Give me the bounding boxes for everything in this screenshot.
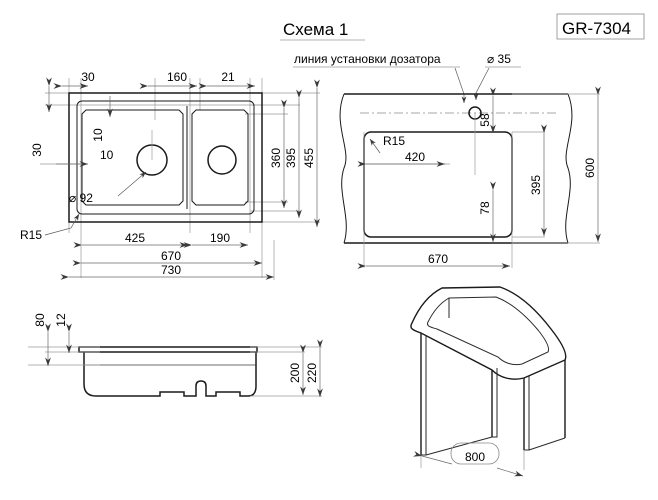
section-extension-lines <box>28 346 322 397</box>
cutout-dim-395-label: 395 <box>529 175 543 195</box>
plan-bottom-dimensions <box>60 240 275 280</box>
product-code: GR-7304 <box>562 19 631 38</box>
plan-view-top-left <box>40 77 320 280</box>
iso-panel-right-bottom <box>528 437 566 451</box>
section-dim-200-label: 200 <box>288 363 302 383</box>
iso-deck-outer <box>410 286 567 380</box>
cutout-break-left <box>339 93 347 244</box>
plan-drain-dia-leader <box>117 171 147 197</box>
section-bowl-outline <box>83 352 257 397</box>
iso-deck-inner <box>427 296 549 366</box>
hole-note-label: ⌀ 35 <box>487 52 511 66</box>
plan-dim-left-30: 30 <box>30 143 44 157</box>
cutout-dim-radius: R15 <box>383 134 405 148</box>
cutout-dim-78-label: 78 <box>478 201 492 215</box>
plan-dim-190: 190 <box>210 231 230 245</box>
cutout-dim-670-label: 670 <box>428 252 448 266</box>
plan-dim-360: 360 <box>269 148 283 168</box>
plan-drain-right <box>207 145 237 175</box>
plan-dim-drain-dia: ⌀ 92 <box>69 191 93 205</box>
plan-radius-leader <box>44 213 80 236</box>
section-view-bottom-left <box>28 323 323 397</box>
plan-bowl-left <box>81 109 184 206</box>
plan-dim-top-30: 30 <box>81 70 95 84</box>
cutout-dim-58-label: 58 <box>478 113 492 127</box>
plan-left-dimensions <box>46 77 113 167</box>
plan-dim-730: 730 <box>161 263 181 277</box>
plan-dim-radius: R15 <box>20 228 42 242</box>
section-dim-12-label: 12 <box>54 313 68 327</box>
page-title: Схема 1 <box>283 20 348 39</box>
plan-dim-425: 425 <box>125 231 145 245</box>
cutout-radius-leader <box>369 138 381 154</box>
plan-dim-670: 670 <box>161 249 181 263</box>
iso-dim-800-label: 800 <box>465 450 485 464</box>
code-box <box>556 13 645 40</box>
iso-panel-right-inner <box>524 376 530 451</box>
plan-bowl-right <box>191 109 249 206</box>
section-dim-220-label: 220 <box>305 363 319 383</box>
iso-dimension-800 <box>413 442 525 477</box>
iso-panel-front-bottom <box>425 436 493 456</box>
plan-rim-rect <box>76 100 255 215</box>
iso-dim-800-box <box>450 442 500 465</box>
section-dim-80-label: 80 <box>33 313 47 327</box>
dispenser-note-label: линия установки дозатора <box>294 52 441 66</box>
plan-outer-rect <box>68 92 263 223</box>
section-rim-slab <box>78 346 258 353</box>
plan-dim-top-160: 160 <box>167 70 187 84</box>
plan-right-dimensions <box>281 79 320 227</box>
cutout-break-right <box>565 93 573 244</box>
plan-dim-395: 395 <box>284 148 298 168</box>
cutout-dim-600-label: 600 <box>583 158 597 178</box>
hole-leader <box>473 67 490 101</box>
cutout-dim-420-label: 420 <box>405 150 425 164</box>
iso-panel-center-inner <box>492 368 498 438</box>
isometric-view-bottom-right <box>410 286 567 477</box>
iso-panel-front-left-inner <box>421 335 427 456</box>
dispenser-leader <box>454 67 467 104</box>
plan-dim-top-21: 21 <box>221 70 235 84</box>
cutout-view-top-right <box>339 86 601 269</box>
plan-dim-455: 455 <box>302 148 316 168</box>
plan-dim-inner-10-h: 10 <box>100 148 114 162</box>
annotation-notes <box>293 66 521 104</box>
plan-dim-inner-10-v: 10 <box>91 128 105 142</box>
title-block <box>280 13 645 41</box>
